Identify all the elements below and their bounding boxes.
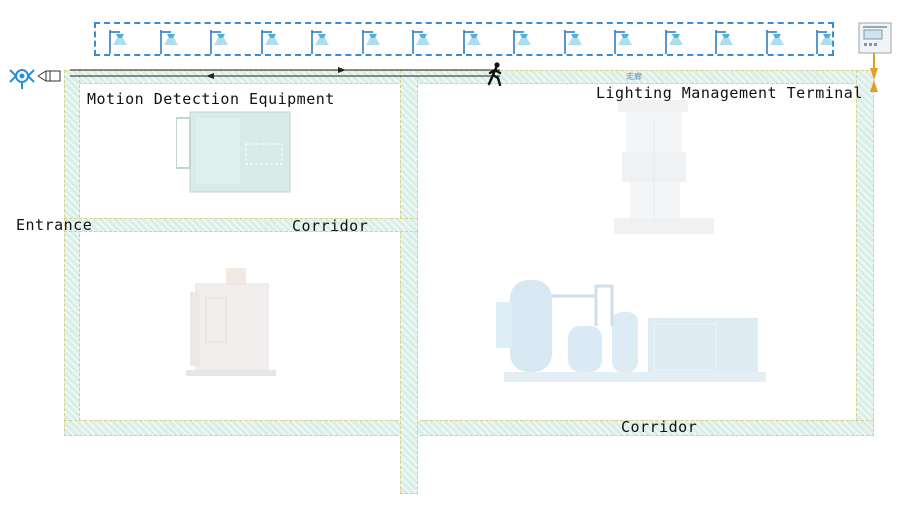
equipment-cabinet-image [176, 111, 291, 193]
corridor-middle-horizontal [64, 218, 418, 232]
street-lamp-icon [462, 30, 481, 54]
corridor-top [64, 70, 874, 84]
walking-person-icon [487, 62, 502, 86]
equipment-boiler-image [186, 268, 276, 376]
lighting-circuit-wire [94, 22, 834, 56]
street-lamp-icon [412, 30, 430, 54]
street-lamp-icon [260, 30, 279, 54]
street-lamp-icon [210, 30, 228, 54]
corridor-middle-label: Corridor [292, 217, 369, 235]
street-lamp-icon [614, 30, 632, 54]
street-lamp-icon [816, 30, 834, 54]
street-lamp-icon [159, 30, 178, 54]
street-lamp-icon [513, 30, 531, 54]
street-lamp-icon [109, 30, 127, 54]
lighting-terminal-label: Lighting Management Terminal [596, 84, 863, 102]
street-lamp-icon [765, 30, 784, 54]
street-lamp-icon [563, 30, 582, 54]
equipment-tank-system-image [496, 280, 766, 382]
corridor-left [64, 70, 80, 436]
control-terminal-icon [858, 22, 892, 54]
sensor-camera-icon [9, 69, 61, 89]
corridor-right [856, 70, 874, 436]
corridor-bottom [64, 420, 874, 436]
street-lamp-icon [311, 30, 329, 54]
street-lamp-icon [664, 30, 683, 54]
corridor-center-vertical [400, 70, 418, 494]
street-lamp-icon [361, 30, 380, 54]
corridor-small-label: 走廊 [626, 72, 642, 81]
corridor-bottom-label: Corridor [621, 418, 698, 436]
motion-detection-label: Motion Detection Equipment [87, 90, 335, 108]
entrance-label: Entrance [16, 216, 93, 234]
equipment-tower-image [614, 100, 714, 234]
street-lamp-icon [715, 30, 733, 54]
